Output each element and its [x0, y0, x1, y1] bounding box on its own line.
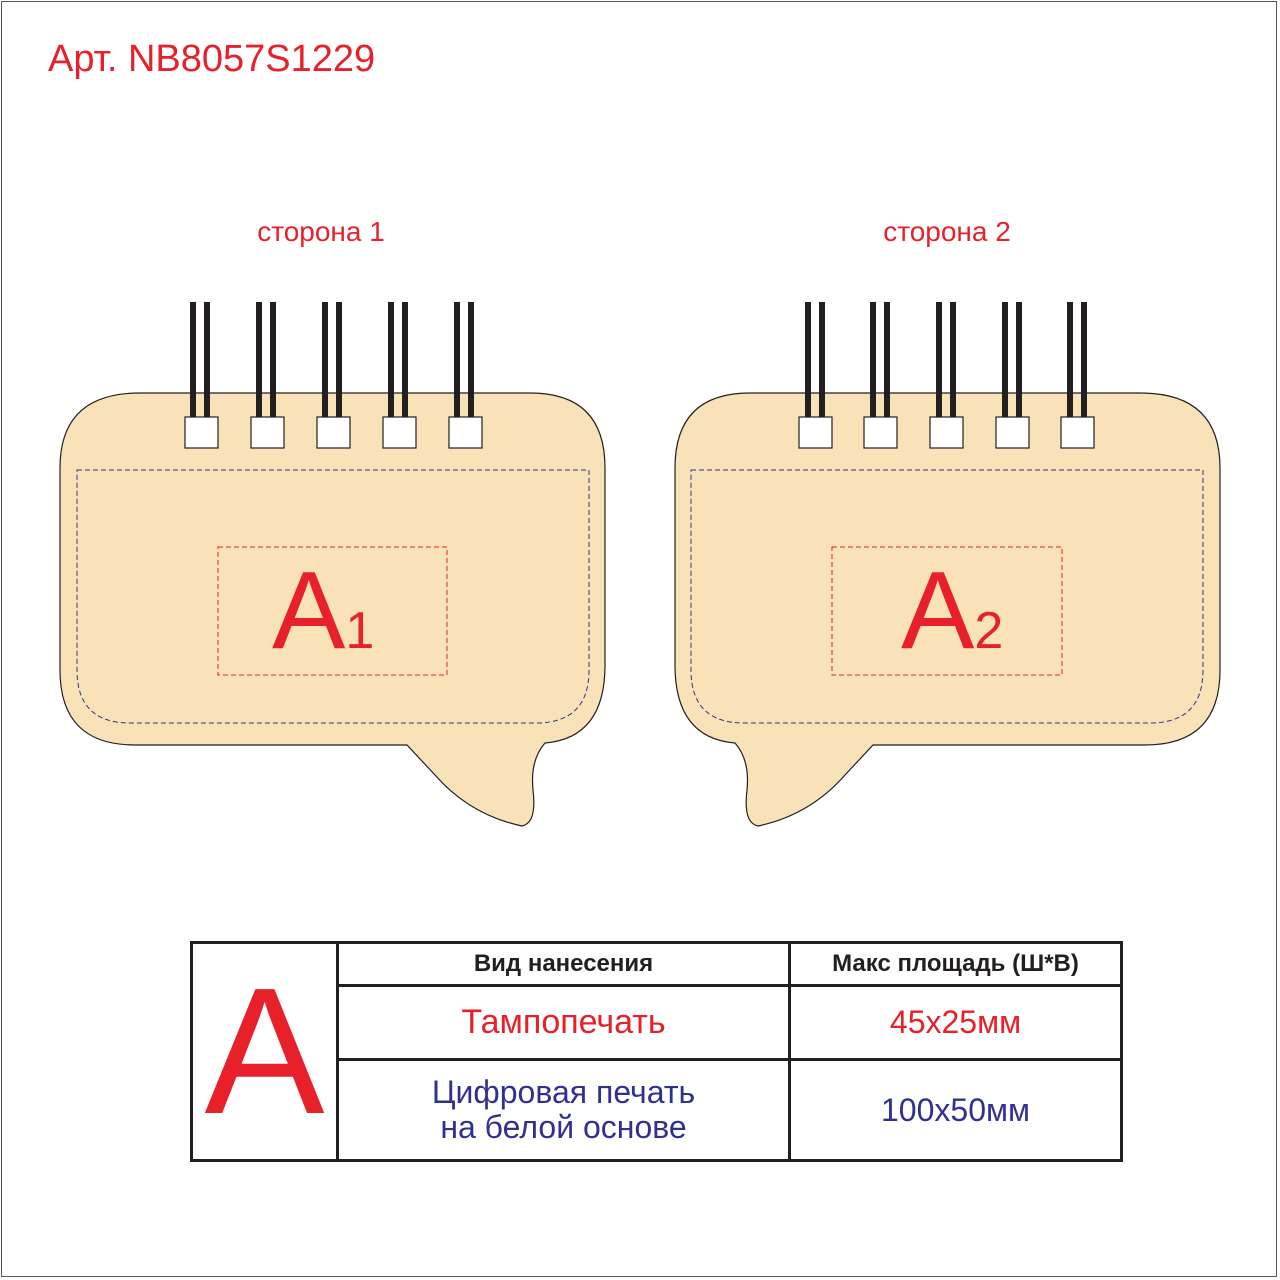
- method-name-line-1: Цифровая печать: [431, 1073, 696, 1110]
- zone-letter: A: [272, 549, 346, 672]
- method-name-line-2: на белой основе: [440, 1109, 687, 1145]
- zone-letter: A: [901, 549, 975, 672]
- zone-letter-cell: A: [190, 941, 339, 1162]
- notebook-side-1: [59, 302, 606, 827]
- method-cell: Тампопечать: [336, 984, 791, 1061]
- side-1-label: сторона 1: [257, 216, 385, 247]
- table-row: Цифровая печать на белой основе 100х50мм: [192, 1058, 1123, 1162]
- table-header-row: A Вид нанесения Макс площадь (Ш*В): [190, 941, 1123, 1162]
- zone-index: 1: [345, 602, 375, 660]
- print-area-outline-2: [690, 469, 1204, 724]
- spiral-rings-2: [805, 302, 1087, 422]
- table-row: Тампопечать 45х25мм: [192, 984, 1123, 1061]
- pad-print-zone-2: [831, 546, 1063, 676]
- notebook-diagram: [59, 302, 1221, 827]
- zone-index: 2: [974, 602, 1004, 660]
- zone-label-side-2: A2: [901, 556, 1003, 666]
- zone-label-side-1: A1: [272, 556, 374, 666]
- article-number: Арт. NB8057S1229: [48, 38, 376, 80]
- size-cell: 100х50мм: [788, 1058, 1123, 1162]
- notebook-body-1: [59, 392, 606, 827]
- method-name: Тампопечать: [461, 1003, 666, 1041]
- print-area-outline-1: [76, 469, 590, 724]
- size-cell: 45х25мм: [788, 984, 1123, 1061]
- ring-holes-2: [798, 416, 1095, 449]
- ring-holes-1: [184, 416, 483, 449]
- spiral-rings-1: [190, 302, 474, 422]
- method-cell: Цифровая печать на белой основе: [336, 1058, 791, 1162]
- header-method: Вид нанесения: [336, 941, 791, 987]
- header-max-area: Макс площадь (Ш*В): [788, 941, 1123, 987]
- zone-letter-large: A: [204, 950, 325, 1152]
- pad-print-zone-1: [217, 546, 448, 676]
- notebook-body-2: [674, 392, 1221, 827]
- notebook-side-2: [674, 302, 1221, 827]
- print-spec-table: A Вид нанесения Макс площадь (Ш*В) Тампо…: [190, 941, 1123, 1162]
- side-2-label: сторона 2: [883, 216, 1011, 247]
